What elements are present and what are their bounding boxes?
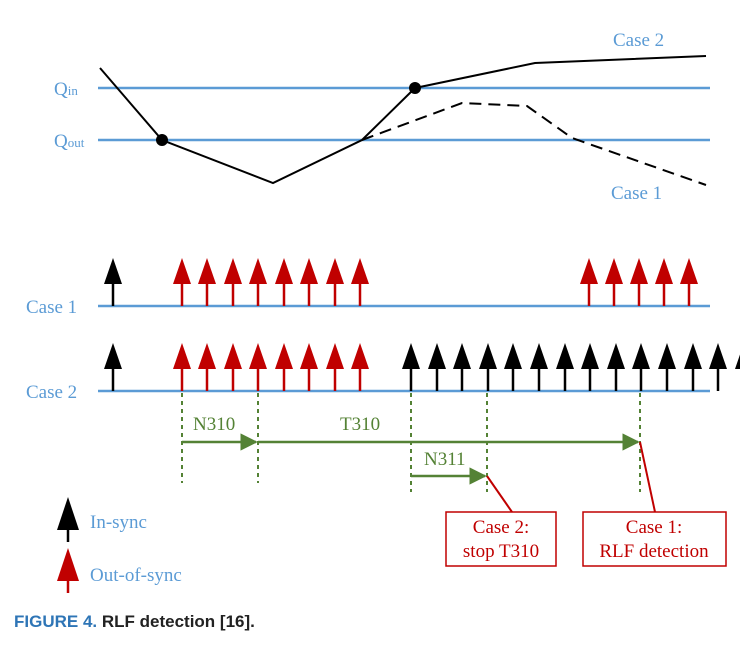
curve-label-case2: Case 2 (613, 30, 664, 51)
case2-callout-line1: Case 2: (473, 517, 529, 538)
legend-in-sync-icon (57, 497, 79, 542)
case2-in-sync-arrow (428, 343, 446, 391)
case1-out-of-sync-arrow (655, 258, 673, 306)
caption-text: RLF detection [16]. (101, 612, 255, 631)
row-label-case1: Case 1 (26, 297, 77, 318)
quality-curve-case2 (414, 55, 707, 89)
case2-callout-box (445, 511, 557, 567)
case2-in-sync-arrow (530, 343, 548, 391)
quality-curve-common (99, 67, 416, 185)
q-in-crossing-dot (409, 82, 421, 94)
case1-out-of-sync-arrow (580, 258, 598, 306)
t310-label: T310 (340, 414, 380, 435)
case1-out-of-sync-arrow (300, 258, 318, 306)
case1-out-of-sync-arrow (198, 258, 216, 306)
case1-out-of-sync-arrow (173, 258, 191, 306)
n310-label: N310 (193, 414, 235, 435)
caption-number: FIGURE 4. (14, 612, 98, 631)
case2-out-of-sync-arrow (173, 343, 191, 391)
case2-out-of-sync-arrow (300, 343, 318, 391)
case1-out-of-sync-arrow (630, 258, 648, 306)
case1-out-of-sync-arrow (326, 258, 344, 306)
case2-callout-line2: stop T310 (463, 541, 539, 562)
case2-in-sync-arrow (684, 343, 702, 391)
case1-out-of-sync-arrow (275, 258, 293, 306)
case2-in-sync-arrow (607, 343, 625, 391)
case2-out-of-sync-arrow (249, 343, 267, 391)
case2-callout-pointer (486, 475, 513, 513)
case2-indications (104, 343, 740, 391)
case1-callout-line2: RLF detection (599, 541, 709, 562)
quality-curve-case1 (361, 101, 707, 186)
case2-out-of-sync-arrow (351, 343, 369, 391)
case2-in-sync-arrow (658, 343, 676, 391)
legend-in-sync-label: In-sync (90, 512, 147, 533)
legend-out-of-sync-label: Out-of-sync (90, 565, 182, 586)
case2-in-sync-arrow (581, 343, 599, 391)
legend-out-of-sync-icon (57, 548, 79, 593)
case2-in-sync-arrow (709, 343, 727, 391)
case1-out-of-sync-arrow (224, 258, 242, 306)
case1-out-of-sync-arrow (351, 258, 369, 306)
q-out-label: Qout (54, 131, 85, 152)
case1-out-of-sync-arrow (680, 258, 698, 306)
case1-out-of-sync-arrow (605, 258, 623, 306)
n311-label: N311 (424, 449, 466, 470)
figure-caption: FIGURE 4. RLF detection [16]. (14, 612, 255, 632)
case1-callout-pointer (639, 441, 656, 513)
case2-in-sync-arrow (453, 343, 471, 391)
case2-in-sync-arrow (735, 354, 740, 369)
case1-out-of-sync-arrow (249, 258, 267, 306)
case2-in-sync-arrow (104, 343, 122, 391)
q-in-label: Qin (54, 79, 78, 100)
case2-in-sync-arrow (632, 343, 650, 391)
q-out-crossing-dot (156, 134, 168, 146)
case1-callout-line1: Case 1: (626, 517, 682, 538)
case2-in-sync-arrow (556, 343, 574, 391)
case2-out-of-sync-arrow (198, 343, 216, 391)
case1-indications (104, 258, 698, 306)
row-label-case2: Case 2 (26, 382, 77, 403)
curve-label-case1: Case 1 (611, 183, 662, 204)
case2-in-sync-arrow (402, 343, 420, 391)
case2-in-sync-arrow (479, 343, 497, 391)
case2-out-of-sync-arrow (326, 343, 344, 391)
case2-out-of-sync-arrow (224, 343, 242, 391)
rlf-detection-diagram: Qin Qout Case 2 Case 1 Case 1 Case 2 N31… (26, 30, 740, 593)
case1-callout-box (582, 511, 727, 567)
case2-in-sync-arrow (504, 343, 522, 391)
case1-in-sync-arrow (104, 258, 122, 306)
case2-out-of-sync-arrow (275, 343, 293, 391)
